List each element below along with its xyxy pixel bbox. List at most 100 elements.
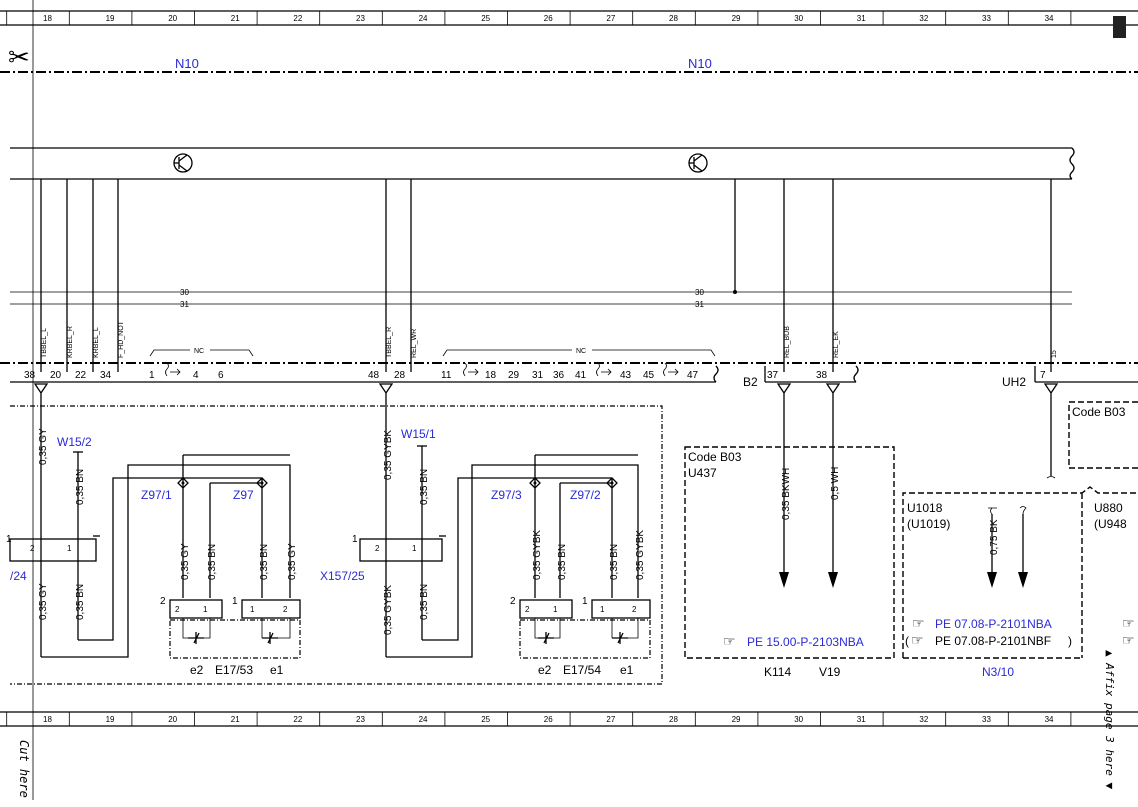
wire-label: 0,35 GY [38,428,49,465]
svg-text:30: 30 [695,288,704,297]
k114-label: K114 [764,665,791,679]
wire-break [1019,506,1027,515]
e17-53-label: E17/53 [215,663,253,677]
grid-number: 26 [544,715,553,724]
ref-pe-07-nba[interactable]: PE 07.08-P-2101NBA [935,617,1052,631]
svg-text:0,35 GYBK: 0,35 GYBK [635,530,646,580]
wire-label: 0,35 BN [75,584,86,620]
grid-number: 24 [419,14,428,23]
b2-label: B2 [743,375,758,389]
pin-number: 31 [532,370,544,381]
grid-number: 32 [919,14,928,23]
signal-label: F_HD_NOT [118,320,125,358]
wire-labels-e17-54: 0,35 GYBK 0,35 BN 0,35 BN 0,35 GYBK [532,530,646,580]
arrow-down-icon [828,572,838,588]
wire-label: 0,35 GY [38,583,49,620]
svg-text:2: 2 [283,605,288,614]
pin-number: 34 [100,370,112,381]
grid-number: 23 [356,14,365,23]
cut-here-label: Cut here [17,740,31,798]
svg-text:2: 2 [30,544,35,553]
grid-number: 31 [857,14,866,23]
wire-label: 0,35 BKWH [781,468,792,520]
e1-label: e1 [270,663,284,677]
code-b03-box-left [684,446,895,659]
svg-text:0,35 BN: 0,35 BN [557,544,568,580]
lamp-e17-54: 2 1 2 1 1 2 [510,596,651,659]
pin-number: 47 [687,370,699,381]
junction-icon [529,477,541,489]
nc-bracket-right: NC [442,348,716,357]
svg-text:2: 2 [160,596,166,607]
signal-label: REL_EK [833,331,840,358]
paren: ) [1068,634,1072,648]
wire-z97-bus [182,454,290,535]
grid-number: 19 [106,14,115,23]
variant-label: U880 [1094,501,1123,515]
grid-number: 31 [857,715,866,724]
svg-text:2: 2 [632,605,637,614]
pin-number: 1 [149,370,155,381]
signal-label: KRBEL_R [67,326,74,358]
n10-bus-rail [10,147,1075,180]
grid-number: 33 [982,715,991,724]
junction-icon [256,477,268,489]
wire-z97-3-bus [534,454,638,535]
grid-number: 30 [794,715,803,724]
finger-icon: ☞ [723,633,736,649]
transistor-icon [688,153,708,173]
z97-label: Z97 [233,488,254,502]
grid-number: 22 [293,14,302,23]
pin-number: 45 [643,370,655,381]
signal-label: 15 [1051,350,1058,358]
variant-label: (U1019) [907,517,950,531]
svg-text:0,35 GY: 0,35 GY [287,543,298,580]
page-tab-icon [1113,16,1126,38]
svg-text:1: 1 [352,534,358,545]
v19-label: V19 [819,665,841,679]
wire-label: 0,35 GYBK [383,430,394,480]
code-label: U437 [688,466,717,480]
ref-pe-15[interactable]: PE 15.00-P-2103NBA [747,635,864,649]
grid-number: 34 [1045,14,1054,23]
signal-labels: TBBEL_L KRBEL_R KRBEL_L F_HD_NOT TBBEL_R… [41,320,1058,358]
finger-icon: ☞ [912,615,925,631]
svg-text:2: 2 [510,596,516,607]
grid-number: 18 [43,14,52,23]
arrow-down-icon [987,572,997,588]
e17-group-boundary [10,405,663,685]
variant-label: (U948 [1094,517,1127,531]
grid-number: 29 [732,14,741,23]
pin-number: 18 [485,370,497,381]
grid-number: 28 [669,14,678,23]
signal-label: KRBEL_L [93,327,100,358]
wire-bn-mid-loop [422,477,612,641]
pin-number: 11 [441,370,452,381]
finger-icon: ☞ [1122,615,1135,631]
signal-label: REL_BUB [784,326,791,358]
finger-icon: ☞ [1122,632,1135,648]
pin-number: 38 [24,370,36,381]
rail-wires [40,179,1052,372]
svg-text:1: 1 [553,605,558,614]
svg-text:1: 1 [582,596,588,607]
internal-line-31: 31 31 [10,300,1072,309]
svg-text:1: 1 [232,596,238,607]
wire-break [988,507,997,515]
svg-text:2: 2 [375,544,380,553]
code-label: Code B03 [1072,405,1126,419]
ref-pe-07-nbf[interactable]: PE 07.08-P-2101NBF [935,634,1051,648]
svg-text:0,35 BN: 0,35 BN [609,544,620,580]
arrow-down-icon [779,572,789,588]
z97-1-label: Z97/1 [141,488,172,502]
transistor-icon [173,153,193,173]
coupling-connector-mid: 1 2 1 [352,534,446,562]
svg-text:2: 2 [525,605,530,614]
code-b03-box-right [1068,401,1138,469]
pin-number: 43 [620,370,632,381]
pin-number: 29 [508,370,520,381]
svg-text:31: 31 [695,300,704,309]
